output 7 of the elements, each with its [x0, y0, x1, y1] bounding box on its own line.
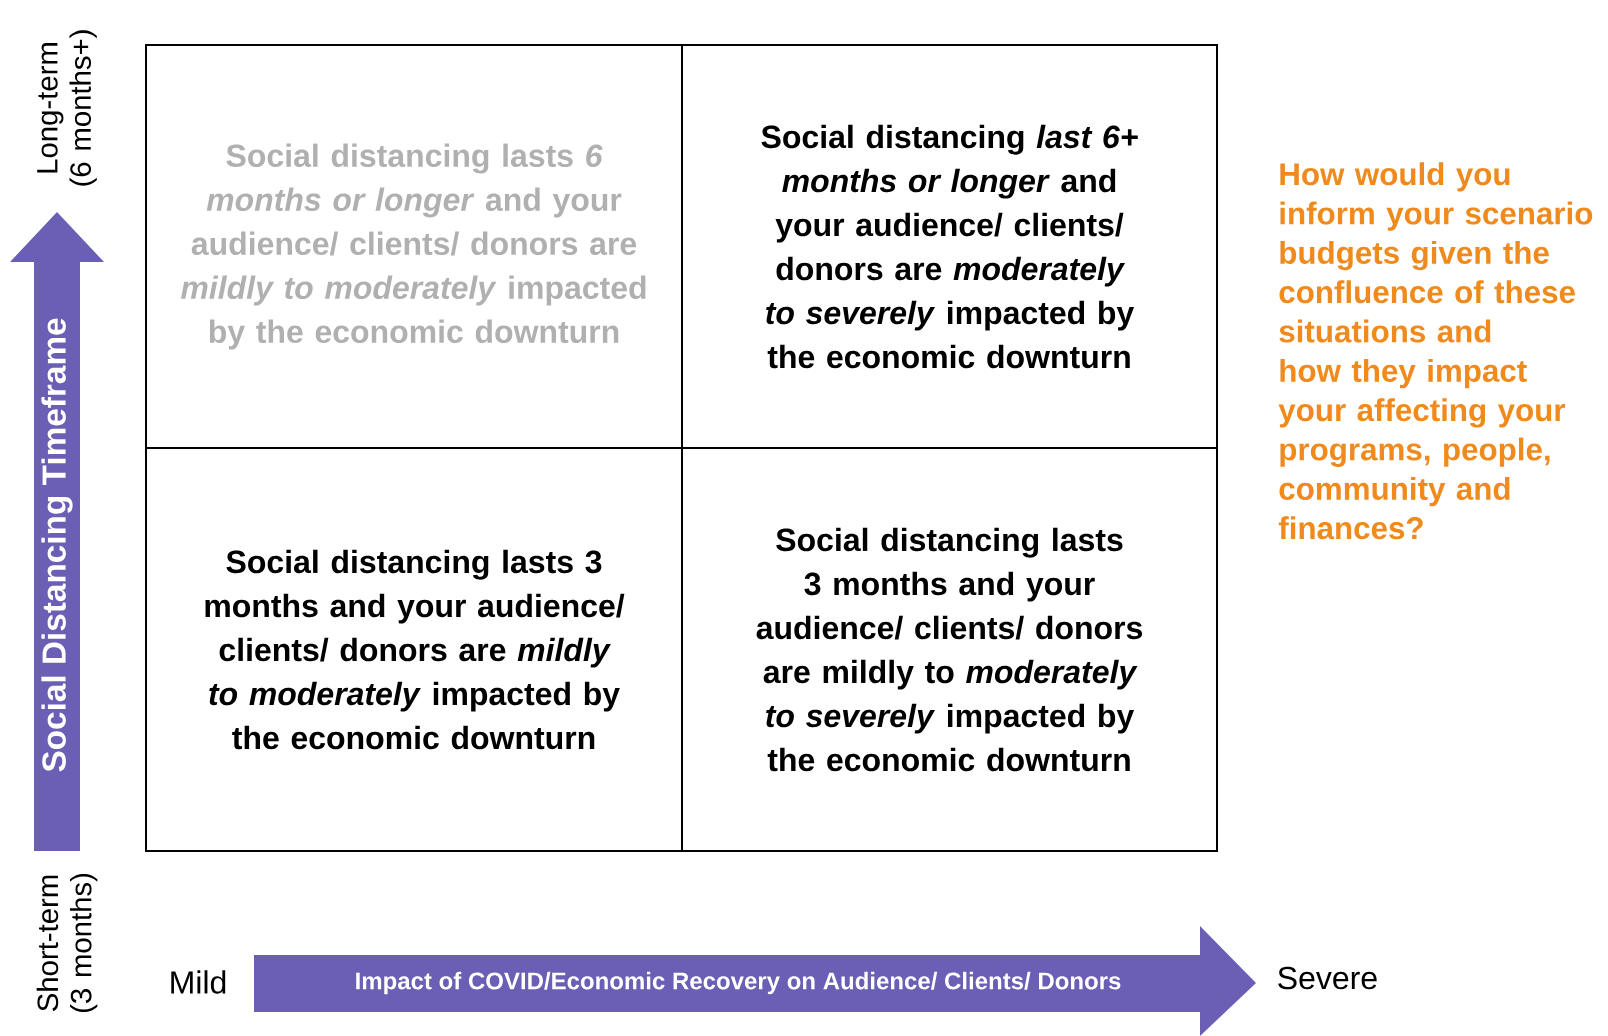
quadrant-box: Social distancing lasts 3 months and your audience/ clients/ donors are mildly to moderately impacted by the economic downturn	[145, 447, 683, 852]
question-text: How would you inform your scenario budgets given the confluence of these situations and how they impact your affecting your programs, people, community and finances?	[1278, 162, 1593, 540]
axis-label: Short-term (3 months)	[36, 873, 98, 1013]
quadrant-box: Social distancing lasts 3 months and your audience/ clients/ donors are mildly to moderately to severely impacted by the economic downturn	[681, 447, 1218, 852]
axis-label: Long-term (6 months+)	[37, 30, 97, 186]
quadrant-box: Social distancing last 6+ months or longer and your audience/ clients/ donors are moderately to severely impacted by the economic downturn	[681, 44, 1218, 449]
quadrant-box: Social distancing lasts 6 months or longer and your audience/ clients/ donors are mildly to moderately impacted by the economic downturn	[145, 44, 683, 449]
